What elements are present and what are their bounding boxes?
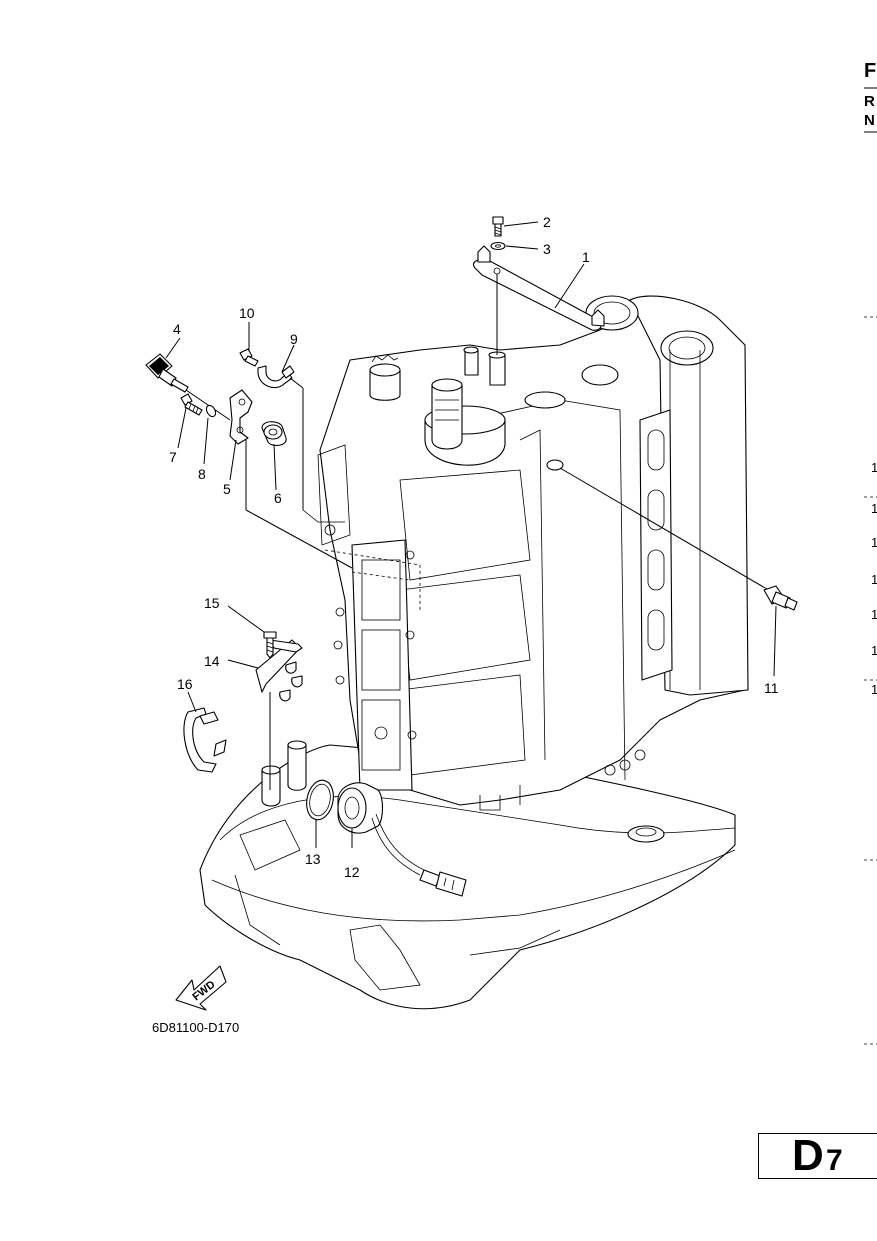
callout-13: 13 (305, 851, 321, 867)
edge-fragment-6: 1 (871, 643, 877, 658)
header-line2-fragment: N (864, 112, 875, 129)
page-tag-number: 7 (826, 1144, 843, 1177)
base-posts (261, 740, 307, 807)
callout-10: 10 (239, 305, 255, 321)
header-line1-fragment: R (864, 93, 875, 110)
callout-12: 12 (344, 864, 360, 880)
part-9-clamp (257, 365, 345, 523)
part-15-screw (263, 631, 277, 659)
part-11-switch (559, 467, 798, 611)
part-2-bolt (492, 216, 504, 237)
callout-15: 15 (204, 595, 220, 611)
fwd-direction-arrow: FWD (175, 965, 227, 1011)
callout-14: 14 (204, 653, 220, 669)
callout-9: 9 (290, 331, 298, 347)
callout-2: 2 (543, 214, 551, 230)
leader-lines (165, 221, 777, 713)
edge-fragment-2: 1 (871, 501, 877, 516)
callout-3: 3 (543, 241, 551, 257)
part-5-bracket (229, 389, 353, 569)
edge-fragment-4: 1 (871, 572, 877, 587)
header-title-fragment: F (864, 60, 876, 82)
part-3-washer (490, 241, 506, 251)
part-13-o-ring (306, 779, 334, 848)
callout-7: 7 (169, 449, 177, 465)
callout-5: 5 (223, 481, 231, 497)
callout-16: 16 (177, 676, 193, 692)
part-4-sensor (145, 353, 231, 421)
part-12-plug-with-cable (337, 782, 467, 897)
callout-8: 8 (198, 466, 206, 482)
edge-fragment-1: 1 (871, 460, 877, 475)
part-6-grommet (261, 421, 287, 447)
part-16-clamp-band (183, 707, 227, 773)
bottom-cowling (199, 744, 736, 1010)
edge-fragment-5: 1 (871, 607, 877, 622)
edge-fragment-3: 1 (871, 535, 877, 550)
callout-11: 11 (764, 680, 779, 696)
callout-1: 1 (582, 249, 590, 265)
part-1-bracket-plate (472, 245, 605, 355)
part-14-holder (255, 639, 303, 790)
diagram-code: 6D81100-D170 (152, 1020, 239, 1035)
part-10-bolt (239, 348, 259, 367)
page-tag-letter: D (792, 1131, 824, 1180)
edge-fragment-7: 1 (871, 682, 877, 697)
part-8-washer (205, 404, 217, 418)
engine-block (317, 295, 749, 811)
callout-6: 6 (274, 490, 282, 506)
page-tag-box (758, 1133, 877, 1179)
callout-numbers: 2 3 1 4 10 9 7 8 5 6 11 15 14 16 13 12 (169, 214, 779, 880)
callout-4: 4 (173, 321, 181, 337)
part-7-bolt (180, 393, 203, 416)
